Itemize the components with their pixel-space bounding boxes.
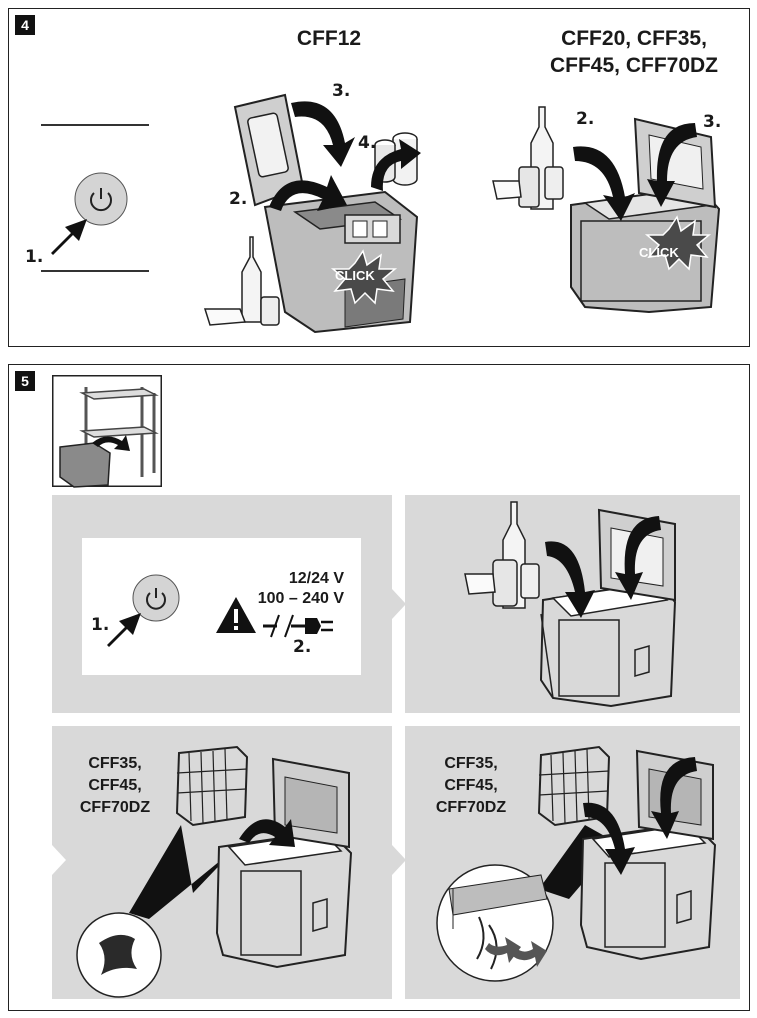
shelf-placement-thumbnail [52,375,162,488]
panel4-model-2: CFF45, [444,777,498,794]
power-line-top [41,124,149,126]
panel-power-supply-inner [82,538,361,675]
panel1-press-arrow-icon [107,613,141,647]
power-step-label: 1. [25,247,44,267]
panel3-basket-illustration [76,745,353,998]
cff12-click-label: CLICK [335,268,375,283]
multi-click-label: CLICK [639,245,679,260]
cff12-step-2: 2. [229,189,248,209]
cff12-title: CFF12 [296,27,362,50]
panel1-plug-step: 2. [293,637,312,657]
section-4: 4 1. CFF12 [8,8,750,347]
panel-flow-arrow-3 [52,845,66,875]
panel1-power-button-icon [132,574,180,622]
cff12-step-3: 3. [332,81,351,101]
cff12-cooler-illustration [203,93,421,334]
panel2-cooler-illustration [464,501,677,708]
panel3-model-1: CFF35, [88,755,142,772]
power-line-bottom [41,270,149,272]
panel-flow-arrow-1 [392,589,406,619]
multi-title-line1: CFF20, CFF35, [561,27,707,50]
multi-cooler-illustration [492,106,721,314]
panel-flow-arrow-2 [392,845,406,875]
press-arrow-icon [51,219,87,255]
voltage-ac: 100 – 240 V [257,590,344,607]
voltage-dc: 12/24 V [288,570,344,587]
multi-title-line2: CFF45, CFF70DZ [549,54,719,77]
plug-icon [263,614,333,638]
panel3-model-2: CFF45, [88,777,142,794]
panel4-model-3: CFF70DZ [435,799,507,816]
power-button-icon [74,172,128,226]
section-4-badge: 4 [15,15,35,35]
panel4-model-1: CFF35, [444,755,498,772]
multi-step-2: 2. [576,109,595,129]
cff12-step-4: 4. [358,133,377,153]
panel3-model-3: CFF70DZ [79,799,151,816]
section-5: 5 1. 12/24 V 100 – 240 V 2. [8,364,750,1011]
panel1-power-step: 1. [91,615,110,635]
section-5-badge: 5 [15,371,35,391]
multi-step-3: 3. [703,112,722,132]
panel4-drain-illustration [436,745,717,982]
warning-icon [216,597,256,633]
